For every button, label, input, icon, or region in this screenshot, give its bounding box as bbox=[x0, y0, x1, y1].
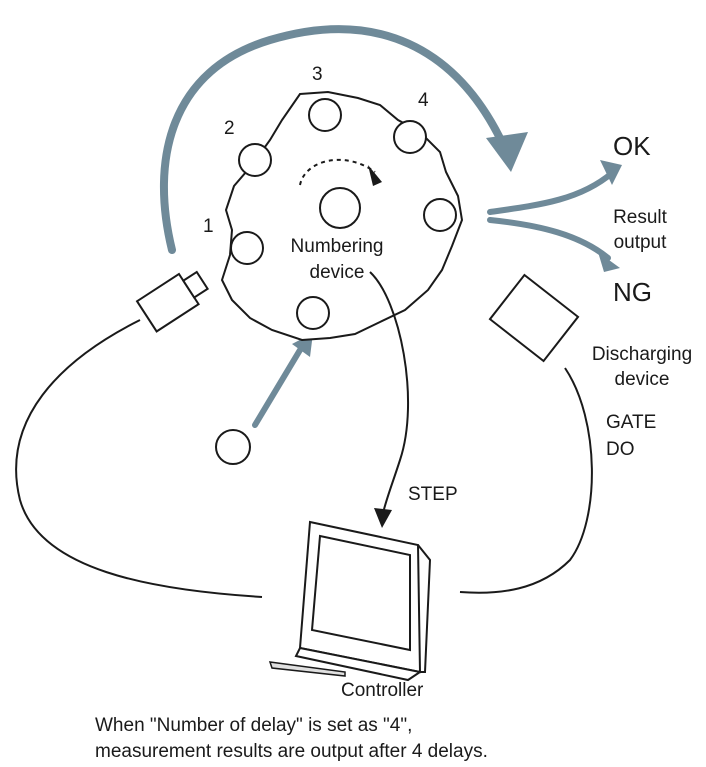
flow-arrow-top-head bbox=[486, 132, 528, 172]
caption-line-2: measurement results are output after 4 d… bbox=[95, 741, 488, 762]
pocket-1 bbox=[230, 231, 264, 265]
workpiece bbox=[215, 429, 251, 465]
position-label-4: 4 bbox=[418, 90, 429, 111]
controller-label: Controller bbox=[341, 680, 424, 701]
discharging-device-label-line1: Discharging bbox=[591, 344, 693, 365]
step-line bbox=[369, 271, 410, 519]
step-label: STEP bbox=[408, 484, 458, 505]
caption-line-1: When "Number of delay" is set as "4", bbox=[95, 715, 413, 736]
cable-camera bbox=[15, 319, 263, 598]
numbering-device-label-line1: Numbering bbox=[290, 236, 384, 257]
result-ng-label: NG bbox=[613, 277, 652, 307]
result-output-label-line1: Result bbox=[613, 207, 667, 228]
input-arrow bbox=[252, 347, 303, 428]
result-branch-lower-head bbox=[598, 252, 620, 272]
pocket-2 bbox=[238, 143, 272, 177]
do-label: DO bbox=[606, 439, 635, 460]
camera-sensor bbox=[135, 270, 210, 333]
step-arrow-head bbox=[374, 508, 392, 528]
result-ok-label: OK bbox=[613, 131, 651, 161]
result-output-label-line2: output bbox=[613, 232, 667, 253]
flow-arrow-top bbox=[159, 25, 514, 254]
result-branch-upper bbox=[487, 170, 615, 215]
stylus bbox=[268, 661, 346, 677]
position-label-1: 1 bbox=[203, 216, 214, 237]
pocket-right bbox=[423, 198, 457, 232]
result-branch-lower bbox=[487, 217, 611, 261]
result-branch-upper-head bbox=[600, 160, 622, 185]
wheel-center bbox=[319, 187, 361, 229]
controller-device bbox=[294, 520, 432, 682]
pocket-4 bbox=[393, 120, 427, 154]
gate-label: GATE bbox=[606, 412, 657, 433]
position-label-3: 3 bbox=[312, 64, 323, 85]
discharging-device bbox=[488, 273, 580, 363]
cable-discharging bbox=[459, 367, 593, 594]
discharging-device-label-line2: device bbox=[614, 369, 670, 390]
position-label-2: 2 bbox=[224, 118, 235, 139]
rotation-arrow-head bbox=[368, 165, 382, 186]
numbering-device-label-line2: device bbox=[309, 262, 365, 283]
pocket-3 bbox=[308, 98, 342, 132]
pocket-bottom bbox=[296, 296, 330, 330]
